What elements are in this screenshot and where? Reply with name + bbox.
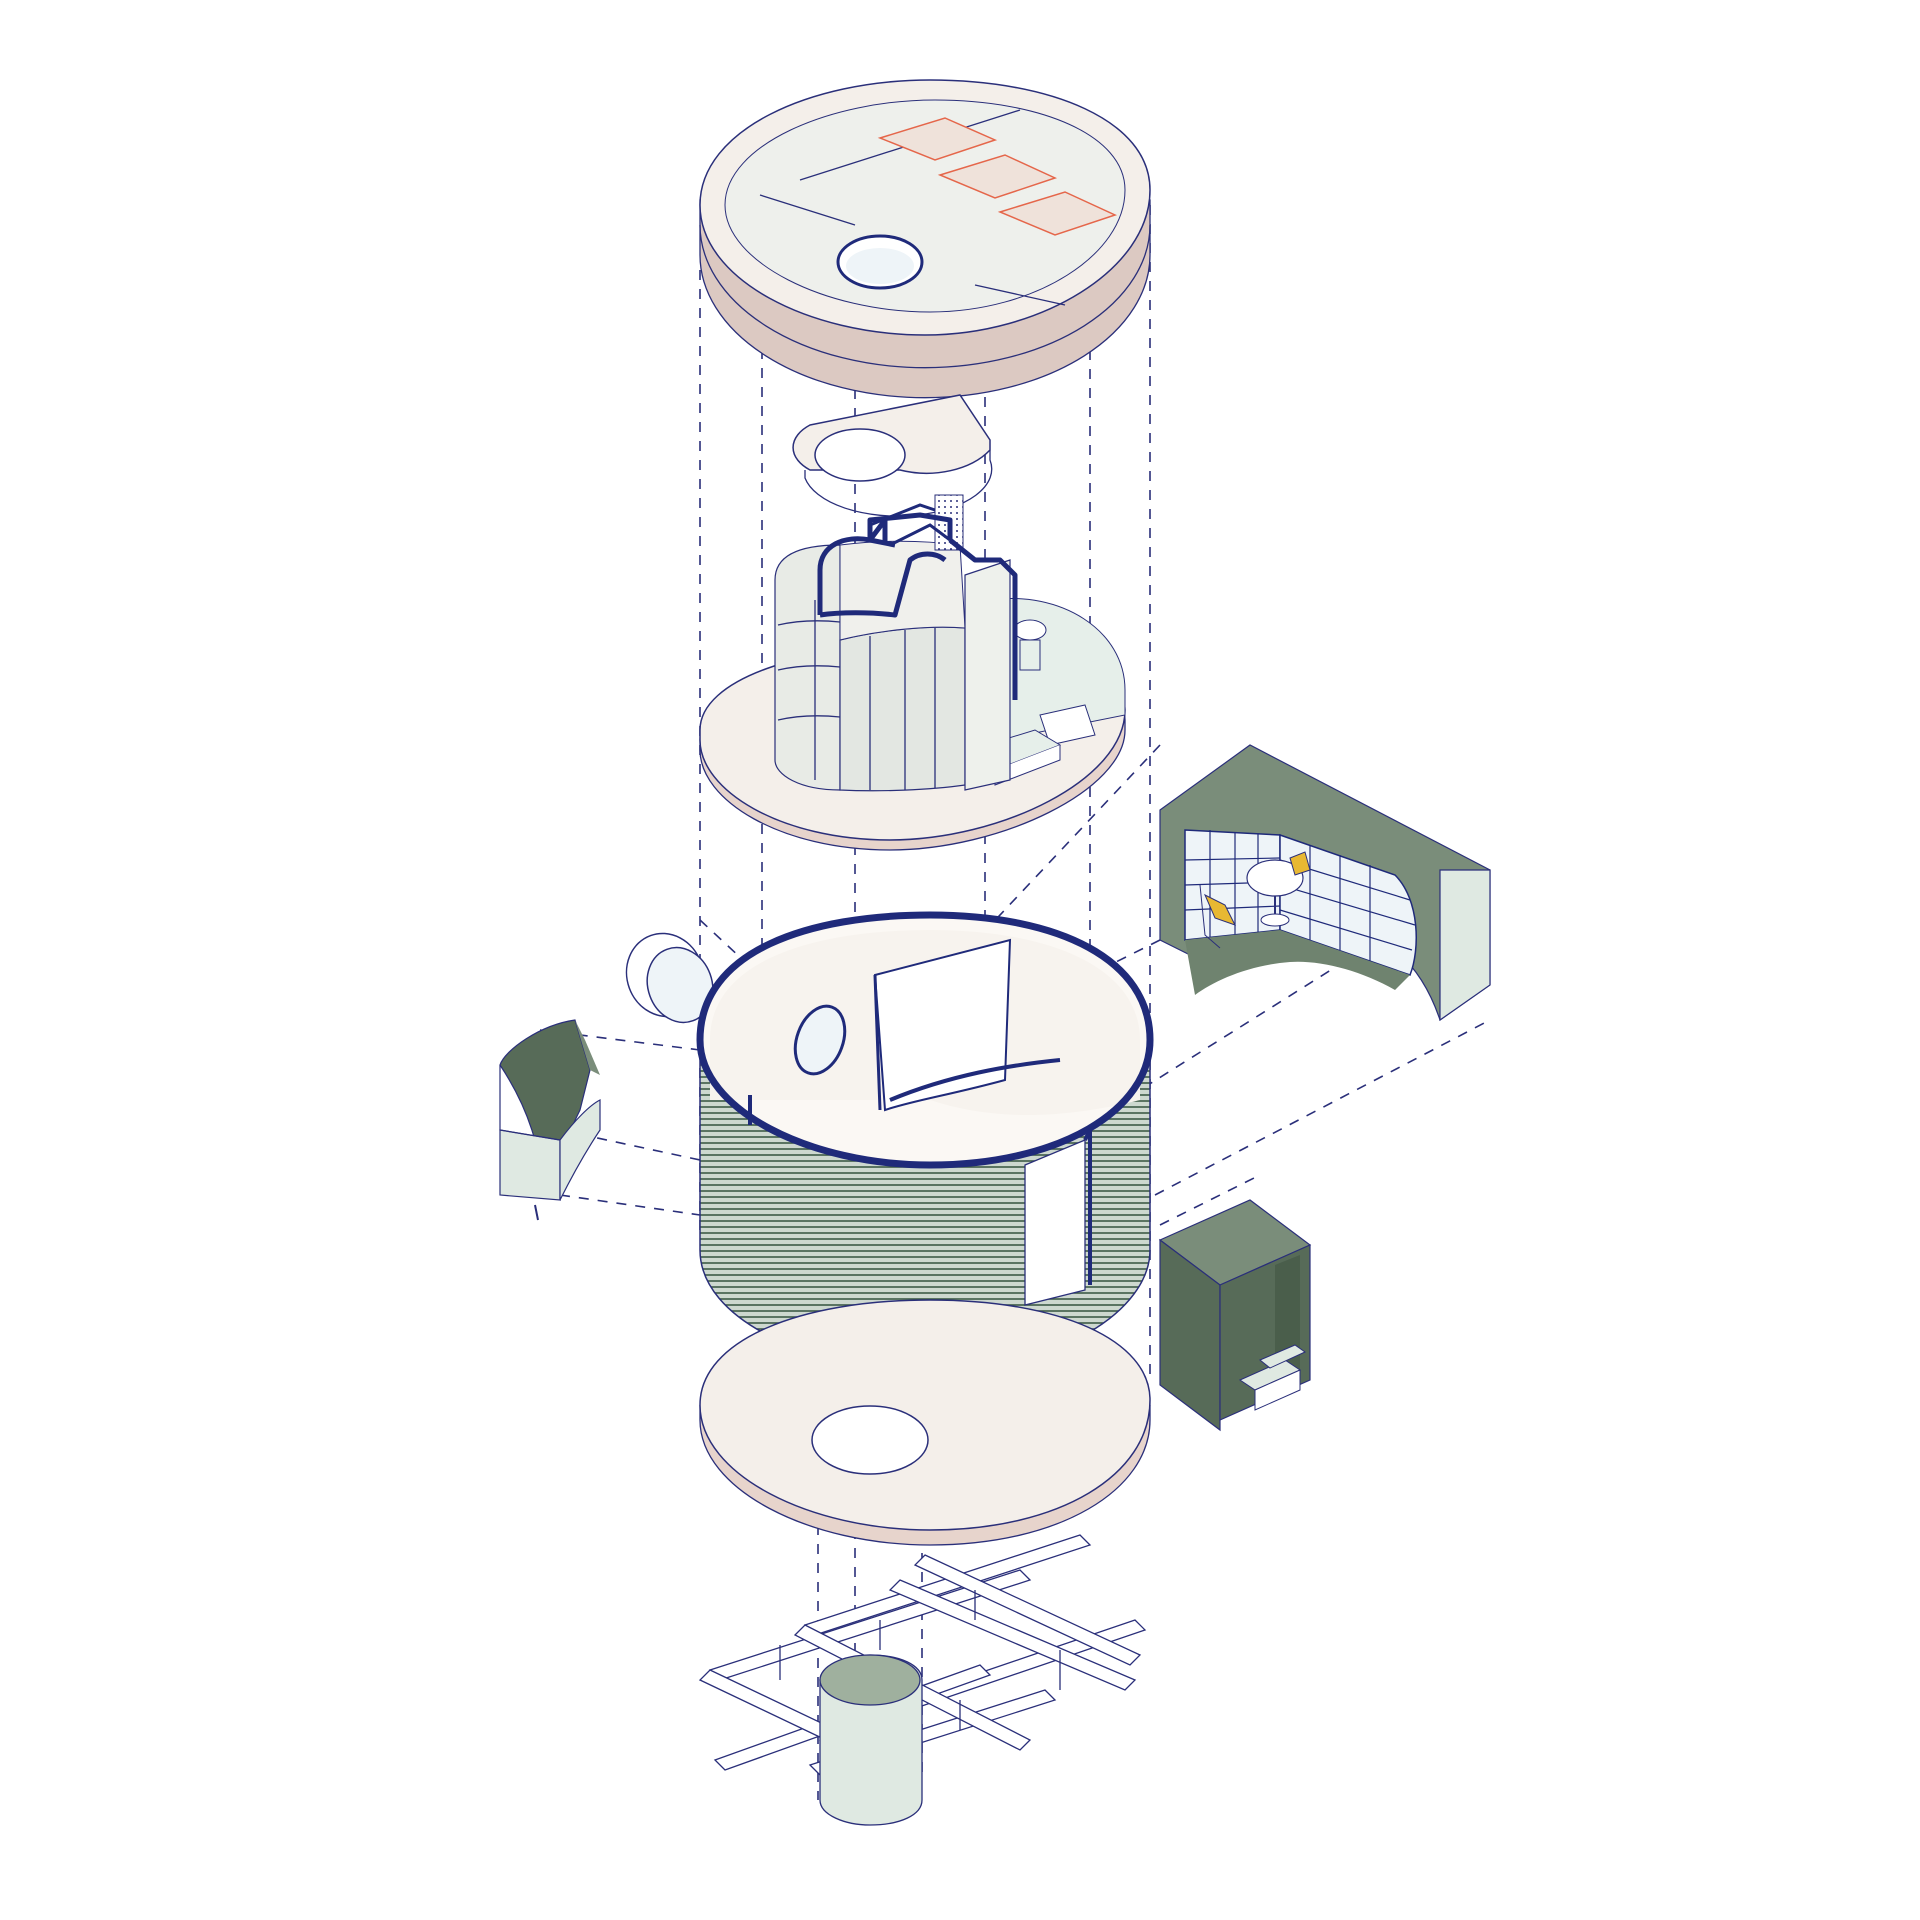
solar-panel-icon [997, 191, 1118, 236]
dining-bay-module [1159, 744, 1491, 1022]
roof-parapet-inner [724, 99, 1126, 313]
stair-module [1158, 1199, 1312, 1432]
chair-icon [1289, 851, 1311, 876]
solar-panels [877, 117, 1118, 236]
wall-door-opening [1024, 1139, 1086, 1306]
mezzanine-slab [792, 394, 993, 517]
foundation-grid [698, 1534, 1147, 1826]
ground-slab-opening [811, 1405, 929, 1475]
roof-slab-with-solar-panels [699, 79, 1151, 399]
ground-slab [699, 1299, 1151, 1546]
curved-bench-module [499, 1019, 601, 1221]
interior-core-and-floor [699, 494, 1126, 851]
solar-panel-icon [937, 154, 1058, 199]
wall-round-window-opening [793, 1004, 847, 1076]
round-window-frame [625, 932, 714, 1024]
wall-top-edge [696, 911, 1154, 1169]
printed-shell-wall [696, 911, 1154, 1371]
chair-icon [1203, 893, 1236, 926]
solar-panel-icon [877, 117, 998, 161]
